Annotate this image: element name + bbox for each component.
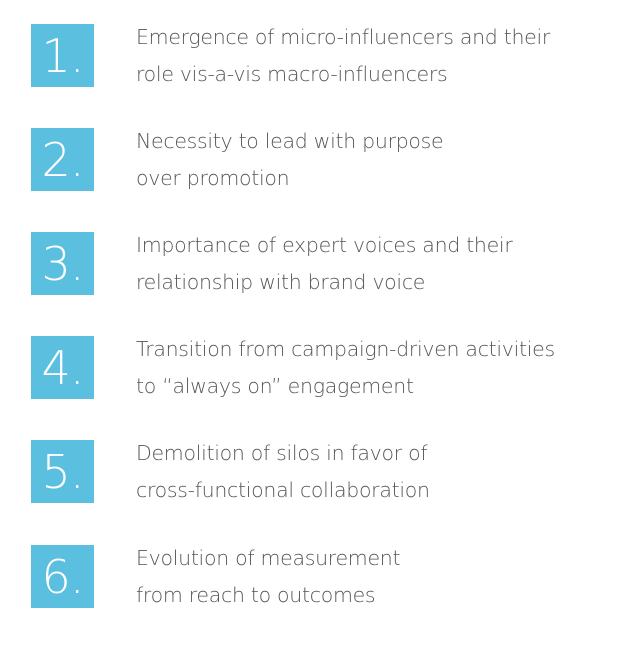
item-text-line2: over promotion	[136, 166, 290, 190]
item-text-line2: relationship with brand voice	[136, 270, 426, 294]
item-text-line1: Importance of expert voices and their	[136, 233, 513, 257]
item-text-line1: Emergence of micro-influencers and their	[136, 25, 550, 49]
number-badge: 2.	[31, 128, 94, 191]
item-text-line1: Necessity to lead with purpose	[136, 129, 444, 153]
item-text-line1: Demolition of silos in favor of	[136, 441, 428, 465]
number-badge: 6.	[31, 545, 94, 608]
item-text: Transition from campaign-driven activiti…	[136, 331, 555, 405]
item-number: 5.	[41, 445, 85, 499]
number-badge: 1.	[31, 24, 94, 87]
item-text: Demolition of silos in favor of cross-fu…	[136, 435, 430, 509]
item-text-line2: from reach to outcomes	[136, 583, 376, 607]
list-item: 2. Necessity to lead with purpose over p…	[31, 128, 631, 192]
list-item: 5. Demolition of silos in favor of cross…	[31, 440, 631, 504]
item-number: 6.	[41, 550, 85, 604]
list-item: 3. Importance of expert voices and their…	[31, 232, 631, 296]
item-text-line1: Evolution of measurement	[136, 546, 401, 570]
item-text: Necessity to lead with purpose over prom…	[136, 123, 444, 197]
item-number: 3.	[41, 237, 85, 291]
list-item: 6. Evolution of measurement from reach t…	[31, 545, 631, 609]
item-text-line2: to “always on” engagement	[136, 374, 414, 398]
item-text-line2: cross-functional collaboration	[136, 478, 430, 502]
item-number: 2.	[41, 133, 85, 187]
list-item: 1. Emergence of micro-influencers and th…	[31, 24, 631, 88]
number-badge: 5.	[31, 440, 94, 503]
item-number: 1.	[41, 29, 85, 83]
item-text: Evolution of measurement from reach to o…	[136, 540, 401, 614]
item-text: Emergence of micro-influencers and their…	[136, 19, 550, 93]
list-item: 4. Transition from campaign-driven activ…	[31, 336, 631, 400]
number-badge: 3.	[31, 232, 94, 295]
item-text-line2: role vis-a-vis macro-influencers	[136, 62, 448, 86]
item-number: 4.	[41, 341, 85, 395]
number-badge: 4.	[31, 336, 94, 399]
item-text-line1: Transition from campaign-driven activiti…	[136, 337, 555, 361]
item-text: Importance of expert voices and their re…	[136, 227, 513, 301]
